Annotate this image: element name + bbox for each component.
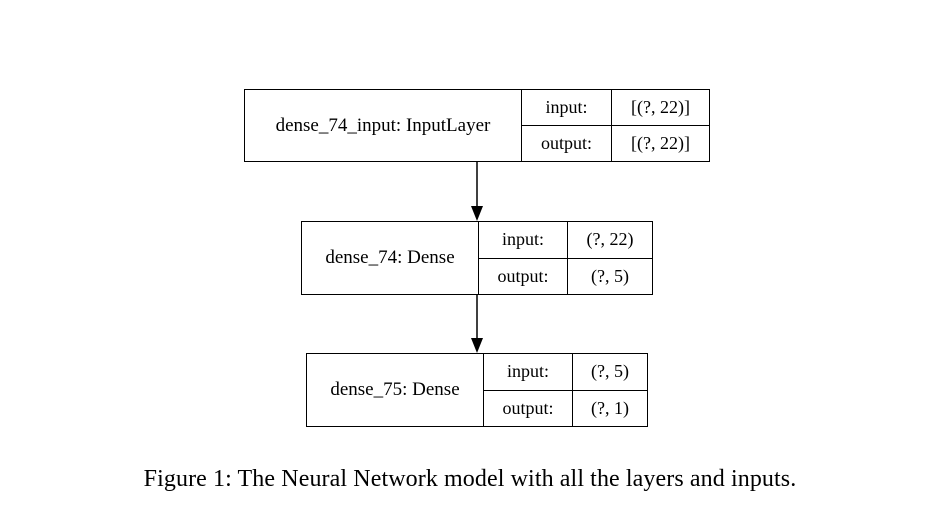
io-row-output: output: (?, 5) (479, 257, 652, 294)
io-output-label: output: (479, 258, 568, 294)
node-io-table: input: [(?, 22)] output: [(?, 22)] (522, 90, 709, 161)
model-node-input-layer: dense_74_input: InputLayer input: [(?, 2… (244, 89, 710, 162)
io-output-value: (?, 5) (591, 265, 629, 286)
io-row-input: input: (?, 22) (479, 222, 652, 258)
io-row-output: output: (?, 1) (484, 389, 647, 426)
io-row-input: input: (?, 5) (484, 354, 647, 390)
io-input-label: input: (479, 222, 568, 258)
io-input-value: (?, 5) (591, 361, 629, 382)
arrowhead-icon (471, 338, 483, 353)
node-io-table: input: (?, 5) output: (?, 1) (484, 354, 647, 426)
model-node-dense-75: dense_75: Dense input: (?, 5) output: (?… (306, 353, 648, 427)
node-name: dense_75: Dense (307, 354, 484, 426)
io-output-label: output: (484, 390, 573, 426)
arrowhead-icon (471, 206, 483, 221)
io-input-label: input: (484, 354, 573, 390)
model-node-dense-74: dense_74: Dense input: (?, 22) output: (… (301, 221, 653, 295)
io-input-label: input: (522, 90, 612, 125)
io-row-input: input: [(?, 22)] (522, 90, 709, 125)
io-output-label: output: (522, 126, 612, 161)
io-output-value: (?, 1) (591, 397, 629, 418)
io-input-value: [(?, 22)] (631, 97, 690, 117)
io-input-value: (?, 22) (586, 229, 634, 250)
edge-input-to-dense-74 (471, 162, 483, 221)
io-row-output: output: [(?, 22)] (522, 125, 709, 161)
node-io-table: input: (?, 22) output: (?, 5) (479, 222, 652, 294)
io-output-value: [(?, 22)] (631, 133, 690, 153)
node-name: dense_74: Dense (302, 222, 479, 294)
figure-caption: Figure 1: The Neural Network model with … (143, 466, 797, 492)
node-name: dense_74_input: InputLayer (245, 90, 522, 161)
edge-dense-74-to-dense-75 (471, 295, 483, 353)
